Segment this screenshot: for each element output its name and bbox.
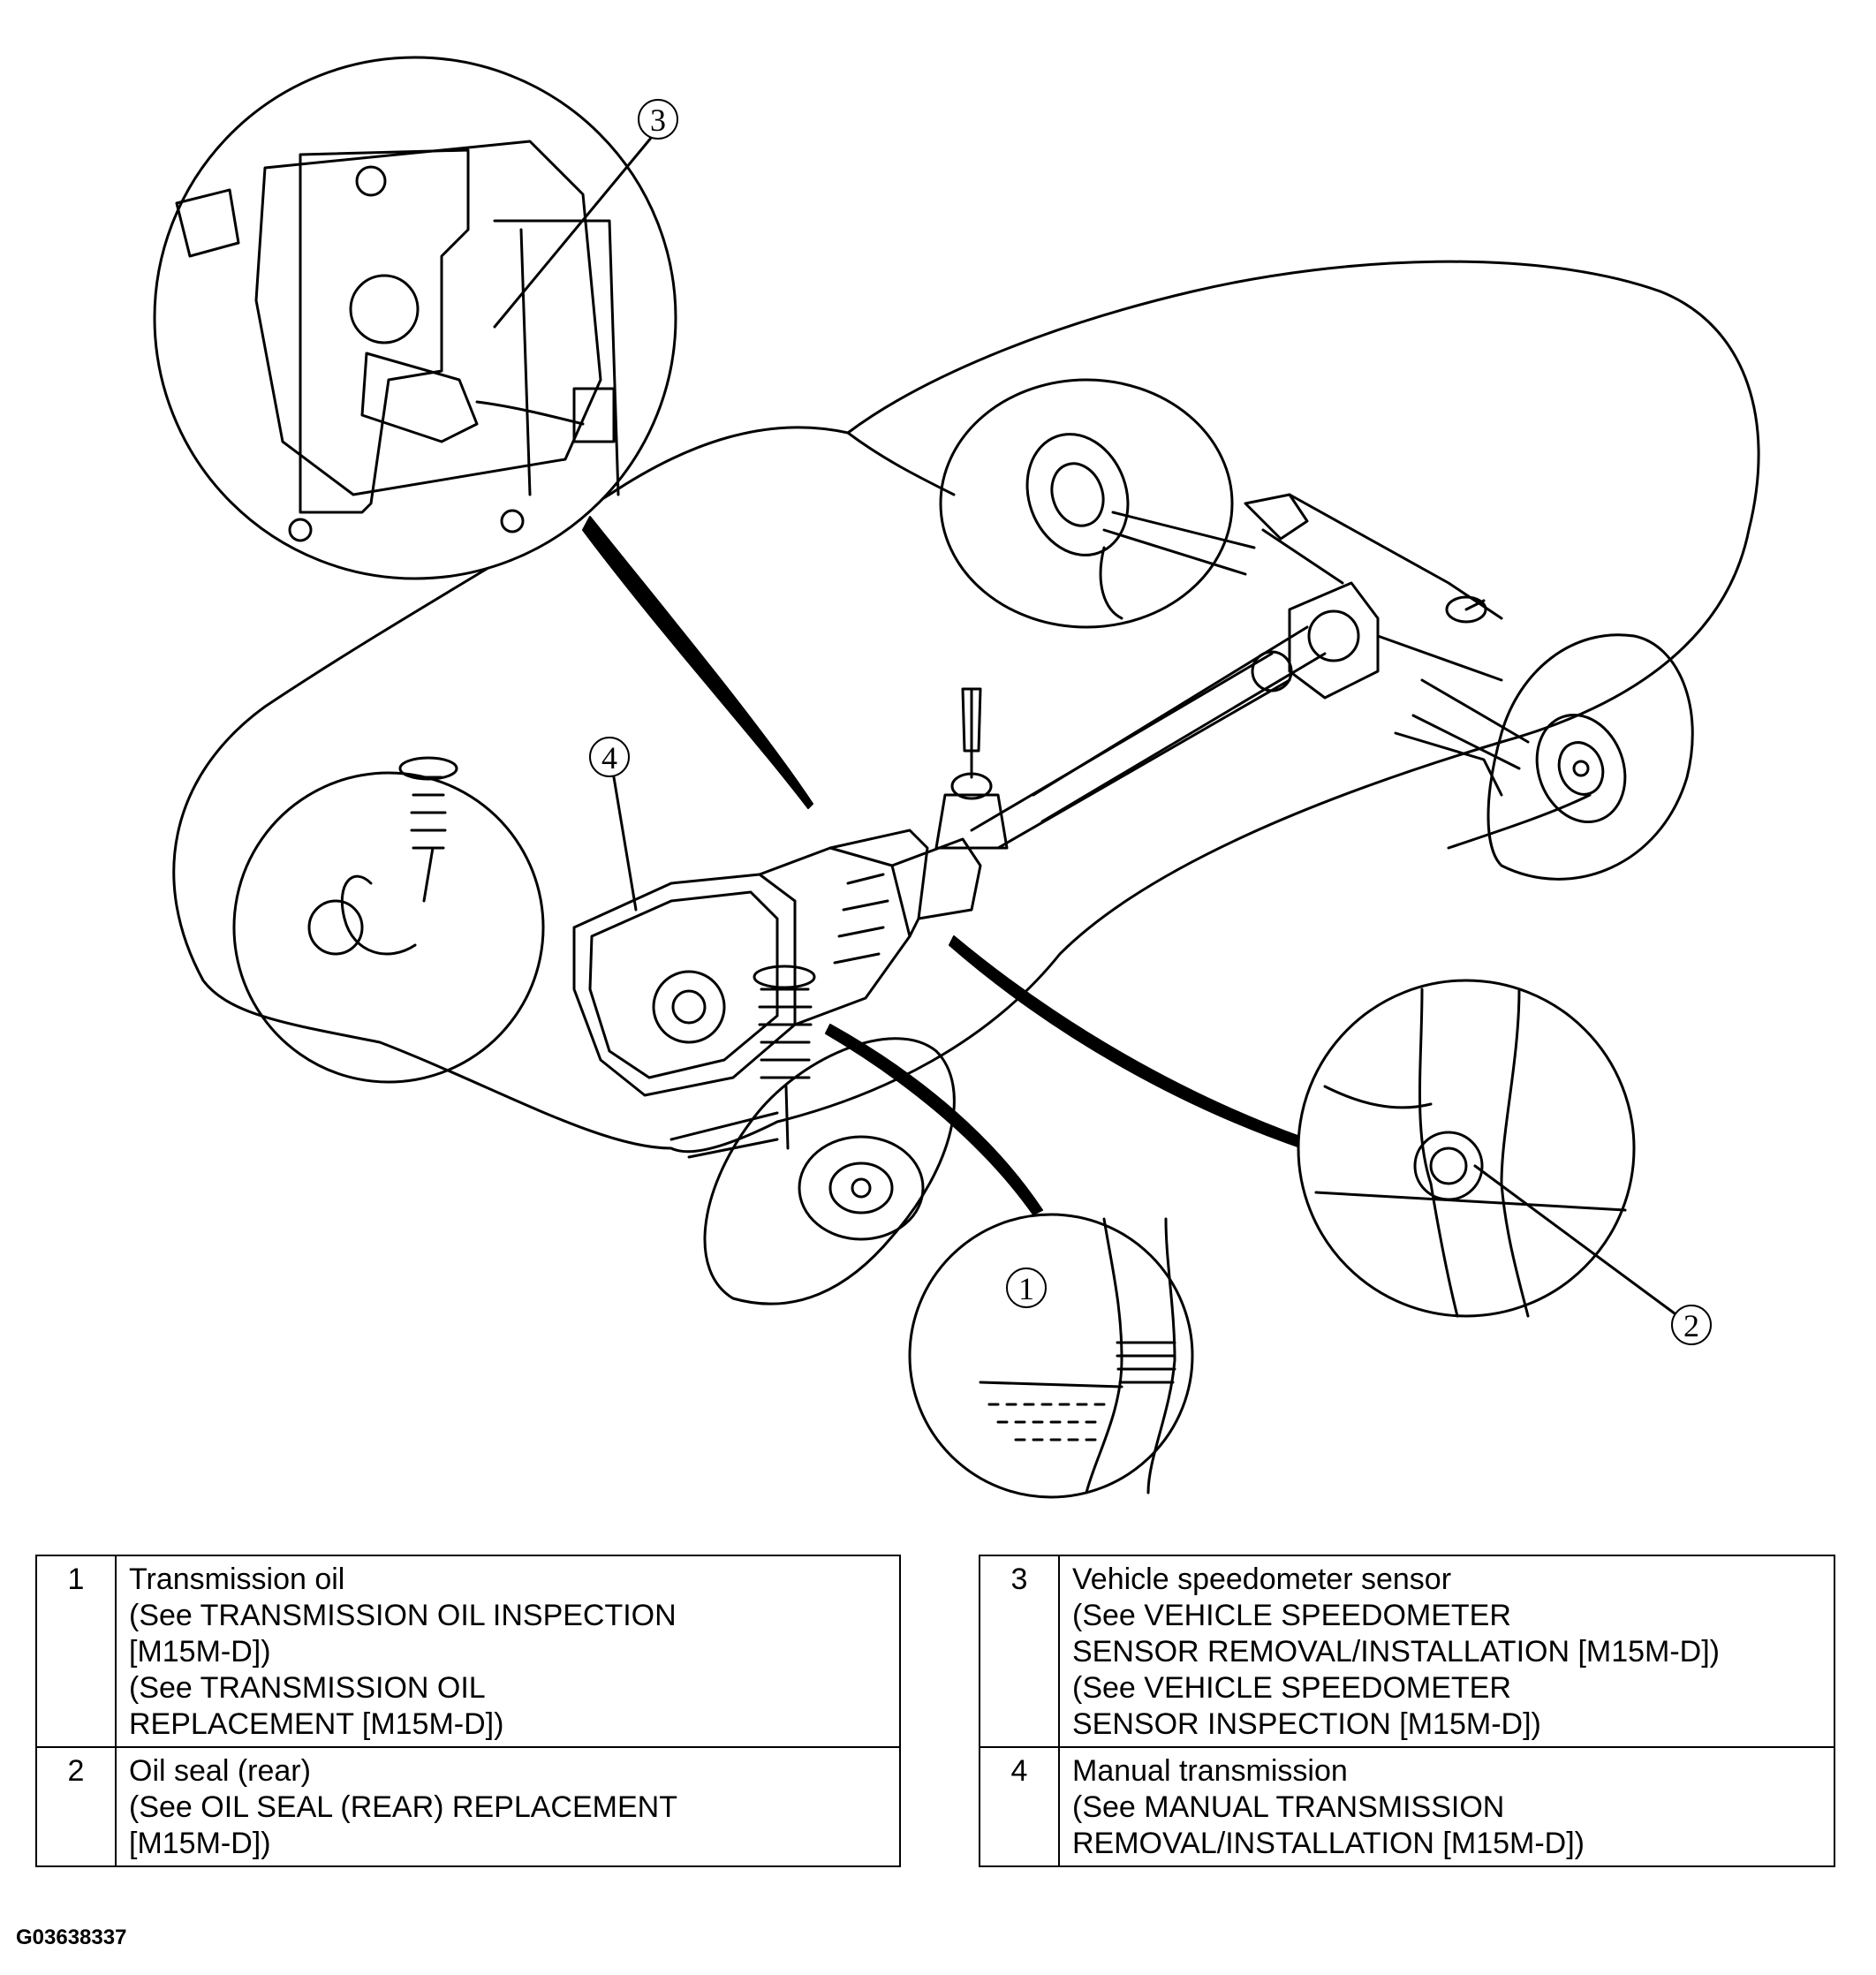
propeller-shaft	[970, 625, 1327, 850]
detail-circle-3	[153, 56, 677, 580]
callout-4: 4	[589, 737, 630, 777]
legend-line: REMOVAL/INSTALLATION [M15M-D])	[1072, 1827, 1585, 1860]
svg-text:4: 4	[601, 740, 617, 776]
front-right-wheel-arch	[703, 1037, 956, 1305]
rear-left-brake-assembly	[1025, 433, 1256, 620]
legend-number: 4	[979, 1746, 1060, 1867]
legend-line: Transmission oil	[129, 1563, 345, 1596]
svg-text:2: 2	[1683, 1308, 1699, 1343]
legend-description: Vehicle speedometer sensor (See VEHICLE …	[1058, 1555, 1835, 1748]
rear-right-brake-assembly	[1394, 678, 1627, 824]
legend-line: [M15M-D])	[129, 1635, 271, 1669]
rear-left-wheel-arch	[939, 378, 1234, 629]
callout-3-leader	[493, 135, 654, 329]
legend-line: SENSOR REMOVAL/INSTALLATION [M15M-D])	[1072, 1635, 1721, 1669]
vehicle-body-crease	[846, 431, 1592, 850]
svg-text:1: 1	[1018, 1271, 1034, 1306]
legend-line: REPLACEMENT [M15M-D])	[129, 1707, 504, 1741]
legend-number: 2	[35, 1746, 117, 1867]
callout-4-leader	[612, 776, 638, 912]
legend-number: 3	[979, 1555, 1060, 1748]
legend-line: Vehicle speedometer sensor	[1072, 1563, 1452, 1596]
legend-line: (See VEHICLE SPEEDOMETER	[1072, 1671, 1511, 1705]
legend-description: Transmission oil (See TRANSMISSION OIL I…	[115, 1555, 901, 1748]
figure-id: G03638337	[16, 1926, 127, 1949]
legend-table-right: 3 Vehicle speedometer sensor (See VEHICL…	[979, 1555, 1835, 1867]
manual-transmission	[572, 829, 982, 1097]
legend-row: 2 Oil seal (rear) (See OIL SEAL (REAR) R…	[35, 1746, 901, 1867]
legend-line: (See TRANSMISSION OIL	[129, 1671, 486, 1705]
legend-line: (See VEHICLE SPEEDOMETER	[1072, 1599, 1511, 1632]
drivetrain-illustration: 3 4 1 2	[153, 56, 1760, 1499]
leader-band-2	[949, 935, 1308, 1149]
detail-circle-1	[908, 1213, 1194, 1499]
leader-band-1	[825, 1024, 1043, 1215]
rear-right-wheel-arch	[1486, 633, 1694, 881]
legend-line: (See OIL SEAL (REAR) REPLACEMENT	[129, 1790, 677, 1824]
leader-band-3	[582, 516, 813, 809]
legend-line: Manual transmission	[1072, 1754, 1348, 1788]
legend-line: (See MANUAL TRANSMISSION	[1072, 1790, 1505, 1824]
legend-line: SENSOR INSPECTION [M15M-D])	[1072, 1707, 1541, 1741]
legend-row: 4 Manual transmission (See MANUAL TRANSM…	[979, 1746, 1835, 1867]
legend-line: [M15M-D])	[129, 1827, 271, 1860]
legend-row: 3 Vehicle speedometer sensor (See VEHICL…	[979, 1555, 1835, 1748]
legend-description: Manual transmission (See MANUAL TRANSMIS…	[1058, 1746, 1835, 1867]
callout-2: 2	[1671, 1305, 1712, 1345]
front-right-strut	[669, 965, 925, 1241]
legend-line: Oil seal (rear)	[129, 1754, 311, 1788]
legend-row: 1 Transmission oil (See TRANSMISSION OIL…	[35, 1555, 901, 1748]
callout-1: 1	[1006, 1267, 1047, 1308]
front-left-wheel-arch	[232, 771, 545, 1084]
shift-lever	[934, 687, 1009, 850]
legend-line: (See TRANSMISSION OIL INSPECTION	[129, 1599, 677, 1632]
callout-3: 3	[638, 99, 678, 140]
legend-number: 1	[35, 1555, 117, 1748]
svg-text:3: 3	[650, 102, 666, 138]
legend-table-left: 1 Transmission oil (See TRANSMISSION OIL…	[35, 1555, 901, 1867]
rear-differential	[1244, 493, 1503, 700]
legend-description: Oil seal (rear) (See OIL SEAL (REAR) REP…	[115, 1746, 901, 1867]
detail-circle-2	[1297, 979, 1680, 1318]
front-left-strut	[307, 756, 458, 956]
